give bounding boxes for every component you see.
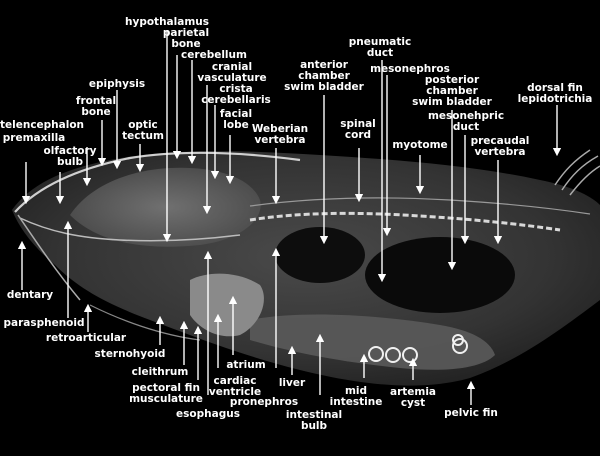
- label-crista-cerebellaris: crista cerebellaris: [201, 83, 271, 106]
- label-esophagus: esophagus: [176, 408, 240, 420]
- label-parietal-bone: parietal bone: [162, 27, 210, 50]
- skull-outline: [14, 151, 301, 213]
- label-sternohyoid: sternohyoid: [94, 348, 166, 360]
- label-cleithrum: cleithrum: [131, 366, 189, 378]
- label-pronephros: pronephros: [229, 396, 299, 408]
- anterior-swim-bladder: [275, 227, 365, 283]
- label-optic-tectum: optic tectum: [122, 119, 164, 142]
- label-hypothalamus: hypothalamus: [125, 16, 209, 28]
- label-facial-lobe: facial lobe: [219, 108, 253, 131]
- label-pelvic-fin: pelvic fin: [444, 407, 498, 419]
- label-mesonephric-duct: mesonehpric duct: [427, 110, 505, 133]
- label-pneumatic-duct: pneumatic duct: [348, 36, 412, 59]
- label-intestinal-bulb: intestinal bulb: [285, 409, 343, 432]
- label-spinal-cord: spinal cord: [340, 118, 376, 141]
- label-liver: liver: [278, 377, 306, 389]
- label-mid-intestine: mid intestine: [329, 385, 383, 408]
- label-retroarticular: retroarticular: [45, 332, 127, 344]
- label-atrium: atrium: [226, 359, 266, 371]
- label-cardiac-ventricle: cardiac ventricle: [208, 375, 262, 398]
- gut-region: [250, 314, 495, 370]
- label-dorsal-fin: dorsal fin lepidotrichia: [517, 82, 593, 105]
- label-posterior-chamber: posterior chamber swim bladder: [412, 74, 492, 108]
- label-olfactory-bulb: olfactory bulb: [43, 145, 97, 168]
- label-weberian-vertebra: Weberian vertebra: [251, 123, 309, 146]
- artemia-cysts: [368, 334, 468, 363]
- label-pectoral-fin: pectoral fin musculature: [129, 382, 203, 405]
- dorsal-fin-rays: [554, 149, 600, 196]
- vertebral-column: [249, 211, 561, 232]
- label-anterior-chamber: anterior chamber swim bladder: [284, 59, 364, 93]
- label-premaxilla: premaxilla: [2, 132, 66, 144]
- label-frontal-bone: frontal bone: [75, 95, 117, 118]
- label-cerebellum: cerebellum: [181, 49, 247, 61]
- label-mesonephros: mesonephros: [370, 63, 450, 75]
- label-myotome: myotome: [392, 139, 448, 151]
- label-artemia-cyst: artemia cyst: [389, 386, 437, 409]
- label-cranial-vasculature: cranial vasculature: [197, 61, 267, 84]
- label-parasphenoid: parasphenoid: [3, 317, 85, 329]
- label-dentary: dentary: [6, 289, 54, 301]
- brain-region: [70, 167, 261, 247]
- label-precaudal-vertebra: precaudal vertebra: [470, 135, 530, 158]
- label-telencephalon: telencephalon: [0, 119, 85, 131]
- label-epiphysis: epiphysis: [88, 78, 146, 90]
- posterior-swim-bladder: [365, 237, 515, 313]
